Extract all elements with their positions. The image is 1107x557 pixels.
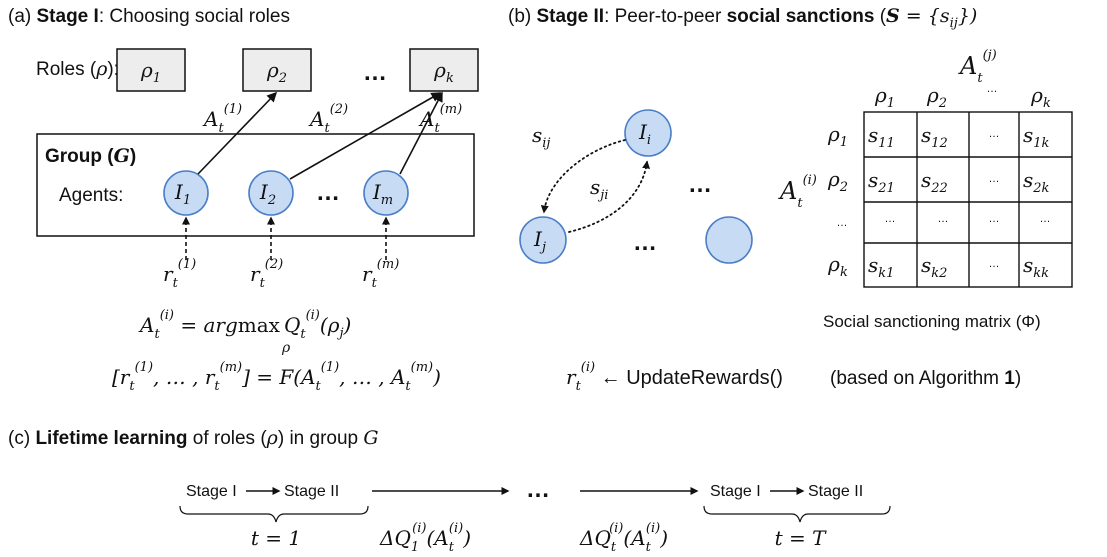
matrix-row-header-1: ρ1: [827, 122, 848, 150]
matrix-row-header-2: ρ2: [827, 167, 848, 195]
matrix-col-header-k: ρk: [1030, 83, 1051, 111]
matrix-cell-1-3: s2k: [1023, 168, 1050, 196]
role-box-1: [116, 48, 186, 92]
matrix-row-header-ellipsis: …: [837, 217, 848, 229]
roles-label: Roles (ρ):: [36, 58, 119, 80]
sanction-matrix-cells: s11 s12 … s1k s21 s22 … s2k … … … … sk1 sk2 … skk: [868, 123, 1051, 281]
matrix-cell-0-2: …: [989, 128, 1000, 140]
agent-label-2: I2: [259, 180, 276, 208]
panel-b: (b) Stage II: Peer-to-peer social sancti…: [508, 5, 1073, 394]
role-label-1: ρ1: [140, 58, 161, 86]
agent-node-1: [163, 170, 209, 216]
matrix-col-header-2: ρ2: [926, 83, 947, 111]
argmax-under-rho: ρ: [281, 340, 291, 356]
peers-ellipsis-bottom: …: [633, 229, 657, 256]
timeline-brace-last: [703, 505, 891, 523]
delta-q-t: ΔQt(i)(At(i)): [579, 521, 668, 555]
timeline-stage2-first: Stage II: [284, 483, 339, 500]
action-arrow-1: [197, 91, 278, 175]
role-label-k: ρk: [433, 58, 454, 86]
matrix-col-header-1: ρ1: [874, 83, 895, 111]
matrix-left-label: At(i): [778, 173, 817, 211]
reward-label-1: rt(1): [163, 257, 196, 291]
group-box: [36, 133, 475, 237]
sanction-matrix-grid: [863, 111, 1073, 288]
role-box-k: [409, 48, 479, 92]
sanction-label-ij: sij: [532, 123, 550, 151]
panel-b-title: (b) Stage II: Peer-to-peer social sancti…: [508, 5, 977, 31]
sanction-arrow-ij: [540, 139, 626, 214]
update-rewards-equation: rt(i) ← UpdateRewards(): [566, 360, 783, 394]
reward-label-2: rt(2): [250, 257, 283, 291]
matrix-row-header-k: ρk: [827, 252, 848, 280]
agents-ellipsis: …: [316, 179, 340, 206]
action-label-1: At(1): [202, 102, 242, 136]
timeline-t-first: t = 1: [251, 526, 301, 550]
sanction-label-ji: sji: [590, 175, 608, 203]
peers-ellipsis-right: …: [688, 171, 712, 198]
matrix-cell-2-2: …: [989, 213, 1000, 225]
action-arrow-2: [289, 92, 442, 180]
matrix-cell-2-3: …: [1040, 213, 1051, 225]
action-label-m: At(m): [418, 102, 462, 136]
timeline-stage1-last: Stage I: [710, 483, 761, 500]
group-label: Group (G): [45, 145, 136, 167]
action-label-2: At(2): [308, 102, 348, 136]
panel-c-title: (c) Lifetime learning of roles (ρ) in gr…: [8, 427, 379, 449]
role-label-2: ρ2: [266, 58, 287, 86]
agent-node-2: [248, 170, 294, 216]
panel-c: (c) Lifetime learning of roles (ρ) in gr…: [8, 427, 891, 555]
matrix-cell-1-2: …: [989, 173, 1000, 185]
panel-a: (a) Stage I: Choosing social roles Roles…: [8, 6, 479, 394]
peer-label-j: Ij: [533, 227, 546, 255]
matrix-caption: Social sanctioning matrix (Φ): [823, 312, 1041, 331]
role-box-2: [242, 48, 312, 92]
matrix-cell-3-2: …: [989, 258, 1000, 270]
matrix-cell-1-1: s22: [921, 168, 948, 196]
timeline-ellipsis: …: [526, 476, 550, 503]
matrix-top-label: At(j): [958, 48, 997, 86]
matrix-cell-3-0: sk1: [868, 253, 894, 281]
agent-label-m: Im: [372, 180, 393, 208]
matrix-cell-2-1: …: [938, 213, 949, 225]
action-arrow-m: [399, 91, 443, 175]
based-on-algorithm: (based on Algorithm 1): [830, 368, 1021, 389]
matrix-cell-2-0: …: [885, 213, 896, 225]
panel-a-title: (a) Stage I: Choosing social roles: [8, 6, 290, 27]
matrix-col-header-ellipsis: …: [987, 83, 998, 95]
matrix-cell-0-0: s11: [868, 123, 895, 151]
roles-ellipsis: …: [363, 59, 387, 86]
peer-node-other: [705, 216, 753, 264]
equation-rewards: [rt(1), … , rt(m)] = F(At(1), … , At(m)): [112, 360, 441, 394]
agent-label-1: I1: [174, 180, 191, 208]
timeline-t-last: t = T: [775, 526, 828, 550]
agent-node-m: [363, 170, 409, 216]
matrix-cell-3-3: skk: [1023, 253, 1049, 281]
reward-label-m: rt(m): [362, 257, 399, 291]
matrix-cell-3-1: sk2: [921, 253, 947, 281]
peer-label-i: Ii: [638, 120, 651, 148]
timeline-stage1-first: Stage I: [186, 483, 237, 500]
delta-q-first: ΔQ1(i)(At(i)): [379, 521, 471, 555]
agents-label: Agents:: [59, 185, 123, 206]
sanction-arrow-ji: [568, 160, 651, 233]
matrix-cell-1-0: s21: [868, 168, 895, 196]
matrix-cell-0-1: s12: [921, 123, 948, 151]
peer-node-i: [624, 109, 672, 157]
matrix-cell-0-3: s1k: [1023, 123, 1050, 151]
timeline-brace-first: [179, 505, 369, 523]
timeline-stage2-last: Stage II: [808, 483, 863, 500]
peer-node-j: [519, 216, 567, 264]
